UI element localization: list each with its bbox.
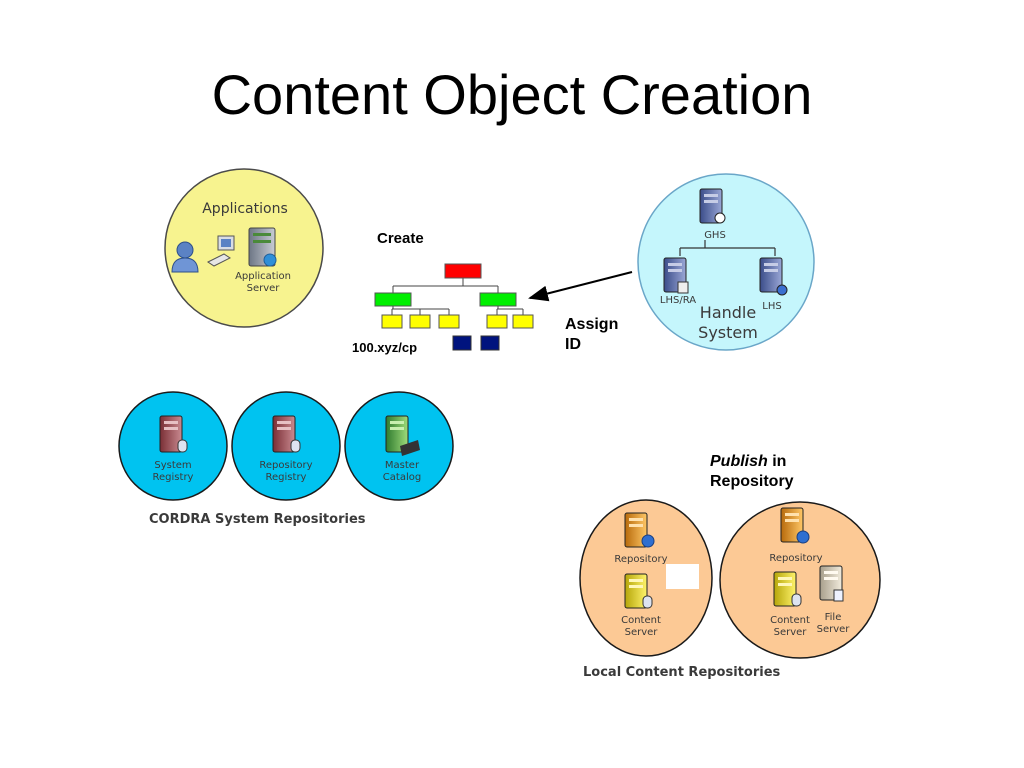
create-label: Create [377,230,424,247]
app-server-label-1: Application [235,271,291,282]
applications-group: Applications Application Server [164,168,324,328]
file-server-label-2: Server [817,624,851,635]
file-server-icon [819,565,844,602]
child-object-box-right [479,292,517,307]
leaf-object-box [409,314,431,329]
cordra-item-label-1: Master [385,460,420,471]
publish-label-1: Publish in [710,453,786,470]
repository-label: Repository [614,554,667,565]
repository-registry-server-icon [272,415,301,453]
lhs-ra-server-icon [663,257,689,294]
publish-emphasis: Publish [710,453,768,470]
cordra-item-label-2: Catalog [383,472,421,483]
repository-server-icon [624,512,655,548]
cordra-item-label-2: Registry [266,472,307,483]
content-server-label-2: Server [774,627,808,638]
object-tree: Create 100.xyz/cp [352,230,534,355]
publish-rest: in [768,453,787,470]
file-server-label-1: File [825,612,842,623]
leaf-object-box [486,314,508,329]
leaf-object-box [381,314,403,329]
handle-system-label-2: System [698,323,758,342]
repository-server-icon [780,507,810,544]
id-box [480,335,500,351]
ghs-label: GHS [704,230,726,241]
system-registry-server-icon [159,415,188,453]
ghs-server-icon [699,188,726,224]
child-object-box-left [374,292,412,307]
cordra-item-label-1: System [154,460,191,471]
root-object-box [444,263,482,279]
lhs-label: LHS [762,301,781,312]
handle-id-label: 100.xyz/cp [352,340,417,355]
white-patch [666,564,699,589]
content-server-label-1: Content [770,615,810,626]
publish-label-2: Repository [710,473,794,490]
user-icon [171,241,199,273]
assign-arrow [528,271,633,302]
lhs-server-icon [759,257,788,296]
cordra-caption: CORDRA System Repositories [149,512,366,527]
app-server-label-2: Server [247,283,281,294]
content-server-label-2: Server [625,627,659,638]
content-server-icon [773,571,802,607]
cordra-item-label-1: Repository [259,460,312,471]
handle-system-circle [637,173,815,351]
assign-label-2: ID [565,336,581,353]
applications-circle [164,168,324,328]
local-repositories-group: Repository Content Server Repository [579,499,881,680]
applications-heading: Applications [202,201,288,217]
application-server-icon [248,227,277,267]
master-catalog-server-icon [385,415,420,456]
leaf-object-box [512,314,534,329]
local-caption: Local Content Repositories [583,665,781,680]
cordra-item-label-2: Registry [153,472,194,483]
handle-system-label-1: Handle [700,303,756,322]
content-server-label-1: Content [621,615,661,626]
workstation-icon [207,235,235,267]
leaf-object-box [438,314,460,329]
cordra-group: System Registry Repository Registry Mast… [118,391,454,527]
repository-label: Repository [769,553,822,564]
local-repository-circle-2 [719,501,881,659]
lhs-ra-label: LHS/RA [660,295,696,306]
assign-label-1: Assign [565,316,618,333]
page-title: Content Object Creation [211,63,813,126]
content-server-icon [624,573,653,609]
handle-system-group: GHS LHS/RA LHS Handle System [637,173,815,351]
id-box [452,335,472,351]
